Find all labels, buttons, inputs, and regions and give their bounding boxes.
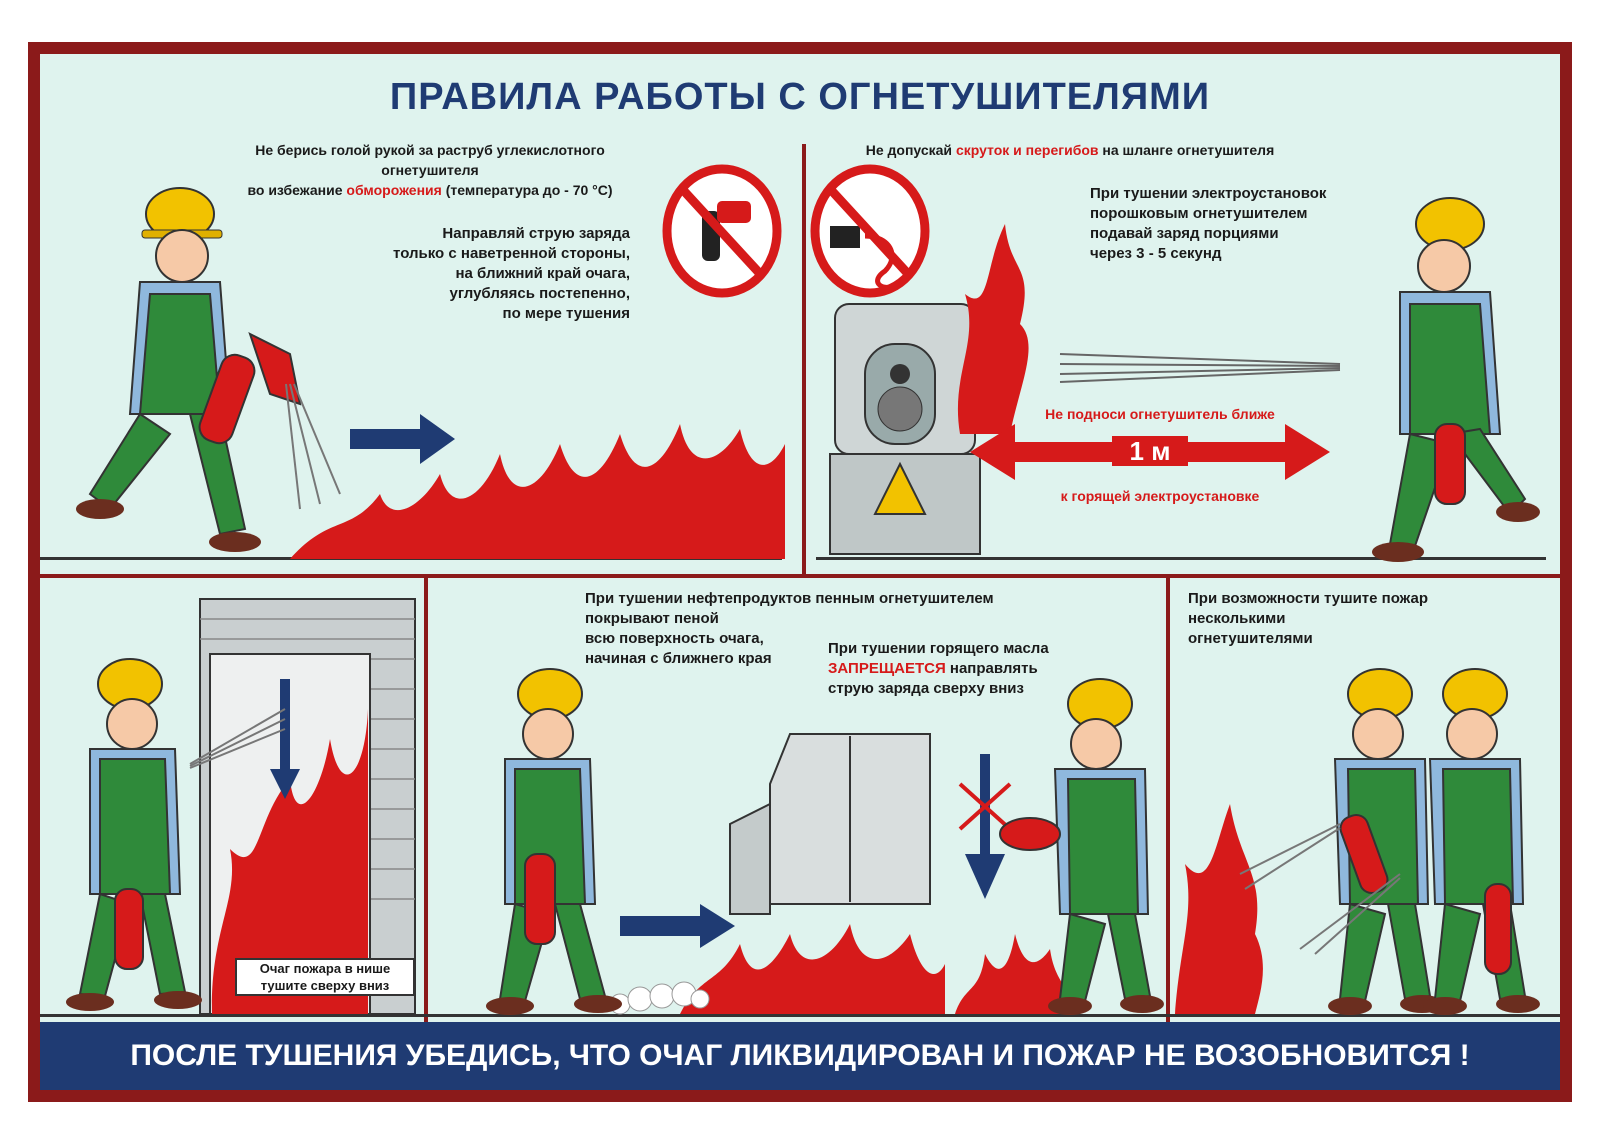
oil-line1: При тушении горящего масла (828, 640, 1049, 657)
foam-line: начиная с ближнего края (585, 650, 772, 667)
w2b: (температура до - 70 °С) (441, 182, 613, 198)
panel2-warning: Не допускай скруток и перегибов на шланг… (820, 140, 1320, 160)
flame-icon (957, 224, 1029, 434)
spray-stream (285, 383, 341, 510)
panel2-powder-text: При тушении электроустановок порошковым … (1090, 184, 1390, 264)
dir-line: только с наветренной стороны, (393, 245, 630, 262)
prohibition-sign-icon (810, 164, 930, 298)
foam-line: всю поверхность очага, (585, 630, 764, 647)
spray-stream (189, 708, 286, 769)
powder-line: При тушении электроустановок (1090, 185, 1327, 202)
spray-stream (1239, 823, 1401, 955)
footer-banner: ПОСЛЕ ТУШЕНИЯ УБЕДИСЬ, ЧТО ОЧАГ ЛИКВИДИР… (40, 1022, 1560, 1090)
worker-illustration (999, 678, 1164, 1015)
panel1-warning-line1: Не берись голой рукой за раструб углекис… (255, 142, 605, 178)
flame-icon (680, 924, 945, 1014)
poster-frame: ПРАВИЛА РАБОТЫ С ОГНЕТУШИТЕЛЯМИ Не берис… (28, 42, 1572, 1102)
poster-inner: ПРАВИЛА РАБОТЫ С ОГНЕТУШИТЕЛЯМИ Не берис… (40, 54, 1560, 1090)
flame-icon (1175, 804, 1263, 1014)
ground-line-2 (816, 557, 1546, 560)
niche-line: Очаг пожара в нише (259, 961, 391, 976)
frostbite-word: обморожения (346, 182, 442, 198)
dir-line: углубляясь постепенно, (449, 285, 630, 302)
down-arrow-crossed-icon (958, 754, 1012, 899)
truck-illustration (729, 733, 931, 915)
flame-icon (955, 934, 1073, 1014)
panel1-warning-line2: во избежание обморожения (температура до… (220, 180, 640, 200)
forbidden-word: ЗАПРЕЩАЕТСЯ (828, 660, 946, 677)
ground-line-3 (40, 1014, 1560, 1017)
dir-line: Направляй струю заряда (442, 225, 630, 242)
prohibition-sign-icon (662, 164, 782, 298)
worker-illustration (66, 658, 202, 1011)
dir-line: на ближний край очага, (455, 265, 630, 282)
arrow-right-icon (620, 904, 735, 948)
oil-line3: струю заряда сверху вниз (828, 680, 1024, 697)
distance-value: 1 м (1112, 436, 1188, 466)
arrow-right-icon (350, 414, 455, 464)
extinguisher-icon (198, 332, 302, 445)
divider-bottom-2 (1166, 576, 1170, 1022)
kinks-word: скруток и перегибов (955, 142, 1099, 158)
panel4-oil-text: При тушении горящего масла ЗАПРЕЩАЕТСЯ н… (828, 639, 1108, 699)
worker-illustration (76, 187, 261, 552)
niche-line: тушите сверху вниз (260, 978, 390, 993)
distance-top-label: Не подноси огнетушитель ближе (1045, 406, 1275, 422)
foam-line: покрывают пеной (585, 610, 719, 627)
electrical-cabinet-icon (829, 303, 981, 555)
oil-line2b: направлять (945, 660, 1038, 677)
brick-niche-illustration (199, 598, 416, 1015)
divider-top (802, 144, 806, 576)
multi-line: несколькими (1188, 610, 1286, 627)
poster-title: ПРАВИЛА РАБОТЫ С ОГНЕТУШИТЕЛЯМИ (389, 76, 1211, 118)
worker-illustration (1372, 197, 1540, 562)
niche-caption: Очаг пожара в нише тушите сверху вниз (235, 958, 415, 996)
w2a: во избежание (247, 182, 347, 198)
powder-line: порошковым огнетушителем (1090, 205, 1308, 222)
panel4-foam-text: При тушении нефтепродуктов пенным огнету… (585, 589, 1105, 669)
panel1-warning: Не берись голой рукой за раструб углекис… (220, 140, 640, 200)
worker-illustration (1423, 668, 1540, 1015)
panel1-direction-text: Направляй струю заряда только с наветрен… (340, 224, 630, 324)
p2wa: Не допускай (865, 142, 956, 158)
multi-line: При возможности тушите пожар (1188, 590, 1428, 607)
flame-icon (290, 424, 785, 559)
dir-line: по мере тушения (502, 305, 630, 322)
p2wb: на шланге огнетушителя (1098, 142, 1275, 158)
foam-line: При тушении нефтепродуктов пенным огнету… (585, 590, 994, 607)
worker-illustration (486, 668, 622, 1015)
powder-line: подавай заряд порциями (1090, 225, 1279, 242)
spray-stream (1059, 353, 1341, 383)
multi-line: огнетушителями (1188, 630, 1313, 647)
divider-bottom-1 (424, 576, 428, 1022)
high-voltage-icon (873, 461, 927, 515)
panel5-multi-text: При возможности тушите пожар несколькими… (1188, 589, 1528, 649)
divider-middle (40, 574, 1560, 578)
worker-illustration (1328, 668, 1444, 1015)
distance-bottom-label: к горящей электроустановке (1060, 488, 1260, 504)
powder-line: через 3 - 5 секунд (1090, 245, 1222, 262)
